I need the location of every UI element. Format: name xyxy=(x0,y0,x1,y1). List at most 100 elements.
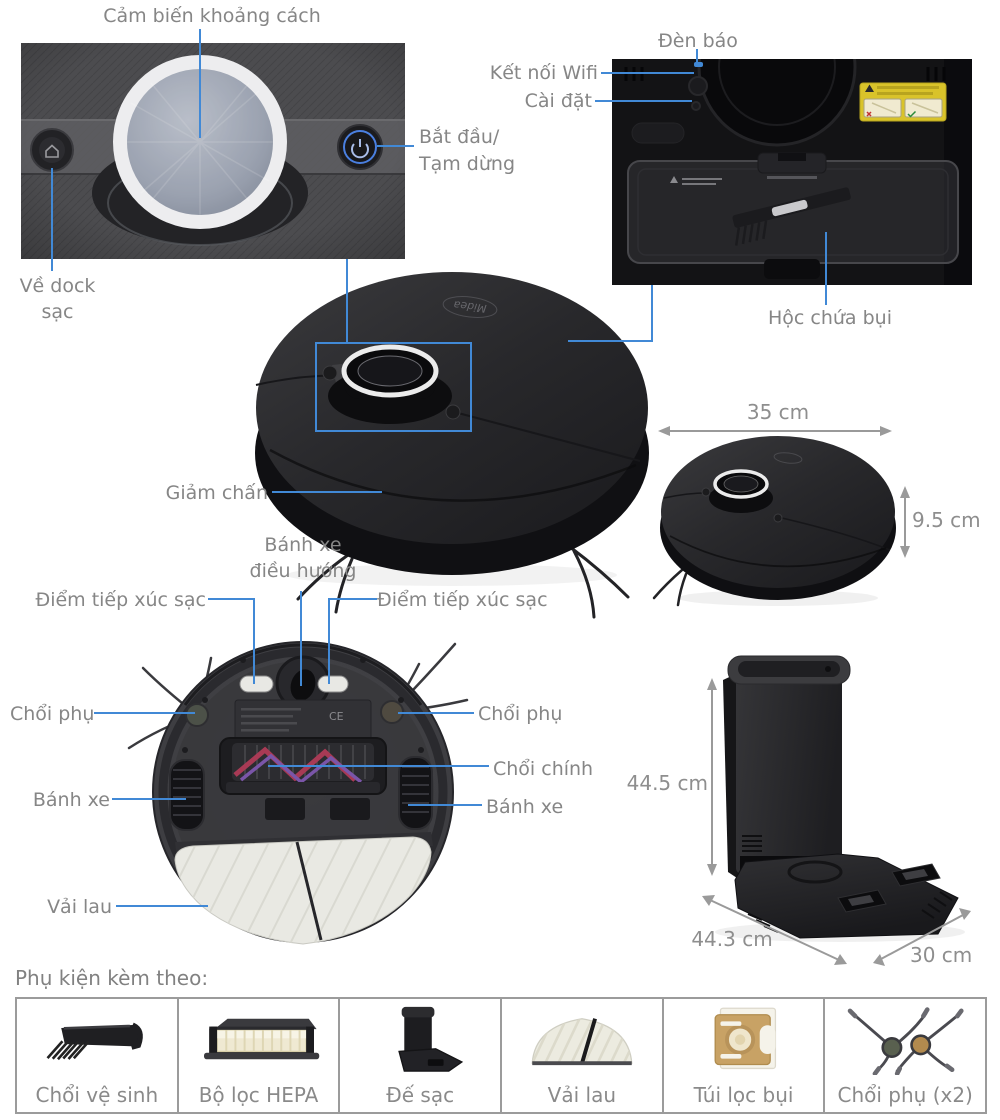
robot-small-illustration xyxy=(652,436,896,607)
accessories-strip: Chổi vệ sinh Bộ lọc HEPA xyxy=(15,997,987,1114)
label-height-95cm: 9.5 cm xyxy=(912,508,981,532)
midea-logo-text: Midea xyxy=(453,298,488,315)
label-wheel-left: Bánh xe xyxy=(32,789,110,811)
photo-robot-underside: CE xyxy=(115,630,475,950)
label-start-pause-line2: Tạm dừng xyxy=(419,153,516,175)
photo-top-lidar xyxy=(21,43,405,259)
lidar-closeup-illustration xyxy=(21,43,405,259)
indicator-led xyxy=(694,62,703,67)
label-main-brush: Chổi chính xyxy=(493,758,594,780)
accessory-label-side-brush-pair: Chổi phụ (x2) xyxy=(837,1083,973,1107)
robot-main-illustration: Midea xyxy=(255,272,649,619)
accessory-cell-dust-bag: Túi lọc bụi xyxy=(664,999,826,1112)
accessories-heading: Phụ kiện kèm theo: xyxy=(15,966,209,990)
arrow-dock-width xyxy=(873,908,971,966)
photo-dustbin-compartment xyxy=(612,59,972,285)
highlight-rect-lidar xyxy=(315,342,472,432)
ce-mark: CE xyxy=(329,710,344,723)
label-start-pause: Bắt đầu/ Tạm dừng xyxy=(419,124,539,178)
hepa-filter-icon xyxy=(203,1018,319,1060)
line-charge-contact-left-v xyxy=(253,598,255,684)
accessory-cell-side-brush-pair: Chổi phụ (x2) xyxy=(825,999,985,1112)
line-side-brush-right xyxy=(398,712,474,714)
line-indicator-light xyxy=(696,49,698,62)
label-dock-return-line1: Về dock xyxy=(19,275,96,297)
accessory-label-cleaning-brush: Chổi vệ sinh xyxy=(35,1083,159,1107)
label-dock-return-line2: sạc xyxy=(41,301,74,323)
accessory-cell-hepa-filter: Bộ lọc HEPA xyxy=(179,999,341,1112)
line-distance-sensor xyxy=(199,29,201,138)
dock-tower-side xyxy=(723,672,740,880)
accessory-cell-charging-dock: Đế sạc xyxy=(340,999,503,1112)
arrow-dock-depth xyxy=(702,895,847,965)
photo-dock xyxy=(640,640,980,950)
label-settings: Cài đặt xyxy=(524,90,592,112)
label-charge-contact-left: Điểm tiếp xúc sạc xyxy=(35,589,206,611)
line-mop-cloth xyxy=(116,905,208,907)
label-wifi: Kết nối Wifi xyxy=(489,62,598,84)
lid-tab xyxy=(764,259,820,279)
side-brushes xyxy=(296,545,630,619)
line-photo-to-rect xyxy=(346,259,348,342)
line-dustbox xyxy=(825,232,827,305)
arrow-width-35cm xyxy=(658,426,892,436)
label-caster-line1: Bánh xe xyxy=(264,534,342,556)
dock-illustration xyxy=(715,655,965,942)
line-wifi xyxy=(601,72,694,74)
dock-tower xyxy=(736,670,842,874)
label-dock-height: 44.5 cm xyxy=(626,771,708,795)
wifi-button xyxy=(688,76,708,96)
label-start-pause-line1: Bắt đầu/ xyxy=(419,126,500,148)
accessory-label-mop-cloth: Vải lau xyxy=(547,1083,617,1107)
line-start-pause xyxy=(377,145,414,147)
label-dock-return: Về dock sạc xyxy=(10,273,105,325)
underside-illustration: CE xyxy=(127,641,469,945)
label-dock-depth: 44.3 cm xyxy=(691,927,773,951)
line-charge-contact-left-h xyxy=(208,598,255,600)
charging-dock-icon xyxy=(398,1006,464,1072)
line-side-brush-left xyxy=(94,712,195,714)
charge-contact-left-pad xyxy=(239,675,274,693)
arrow-dock-height xyxy=(707,678,717,876)
photo-robot-dimensions xyxy=(650,432,900,612)
camera-dot-right xyxy=(445,404,461,420)
line-main-brush xyxy=(268,765,489,767)
accessory-label-hepa-filter: Bộ lọc HEPA xyxy=(198,1083,319,1107)
reset-hole xyxy=(691,101,701,111)
line-dustbin-horizontal xyxy=(568,340,653,342)
label-distance-sensor: Cảm biến khoảng cách xyxy=(103,5,321,27)
line-wheel-right xyxy=(408,804,482,806)
label-width-35cm: 35 cm xyxy=(746,400,810,424)
line-settings xyxy=(595,100,692,102)
line-bumper xyxy=(272,491,382,493)
label-caster-line2: điều hướng xyxy=(249,560,357,582)
label-caster-wheel: Bánh xe điều hướng xyxy=(228,532,378,584)
dock-charge-pads xyxy=(837,863,941,913)
midea-logo: Midea xyxy=(442,296,498,318)
lidar-turret xyxy=(328,344,452,424)
accessory-cell-mop-cloth: Vải lau xyxy=(502,999,664,1112)
wheel-left xyxy=(169,759,205,831)
line-charge-contact-right-v xyxy=(328,598,330,684)
cleaning-brush-icon xyxy=(46,1022,143,1061)
label-mop-cloth: Vải lau xyxy=(47,896,112,918)
accessory-label-charging-dock: Đế sạc xyxy=(386,1083,455,1107)
charge-contact-right-pad xyxy=(317,675,349,693)
label-wheel-right: Bánh xe xyxy=(486,796,564,818)
line-dock-return xyxy=(51,168,53,271)
dustbin-illustration xyxy=(612,59,972,285)
warning-sticker xyxy=(859,82,947,122)
label-dock-width: 30 cm xyxy=(910,943,973,967)
brush-inside-bin xyxy=(732,187,851,246)
label-bumper: Giảm chấn xyxy=(165,482,268,504)
latch-button xyxy=(631,122,685,144)
accessory-label-dust-bag: Túi lọc bụi xyxy=(693,1083,794,1107)
mop-cloth xyxy=(174,836,432,945)
label-dustbox: Hộc chứa bụi xyxy=(768,307,892,329)
arrow-height-95cm xyxy=(900,486,910,558)
dust-bag-icon xyxy=(714,1007,776,1070)
label-side-brush-left: Chổi phụ xyxy=(10,703,95,725)
mop-cloth-icon xyxy=(531,1018,633,1066)
label-side-brush-right: Chổi phụ xyxy=(478,703,563,725)
